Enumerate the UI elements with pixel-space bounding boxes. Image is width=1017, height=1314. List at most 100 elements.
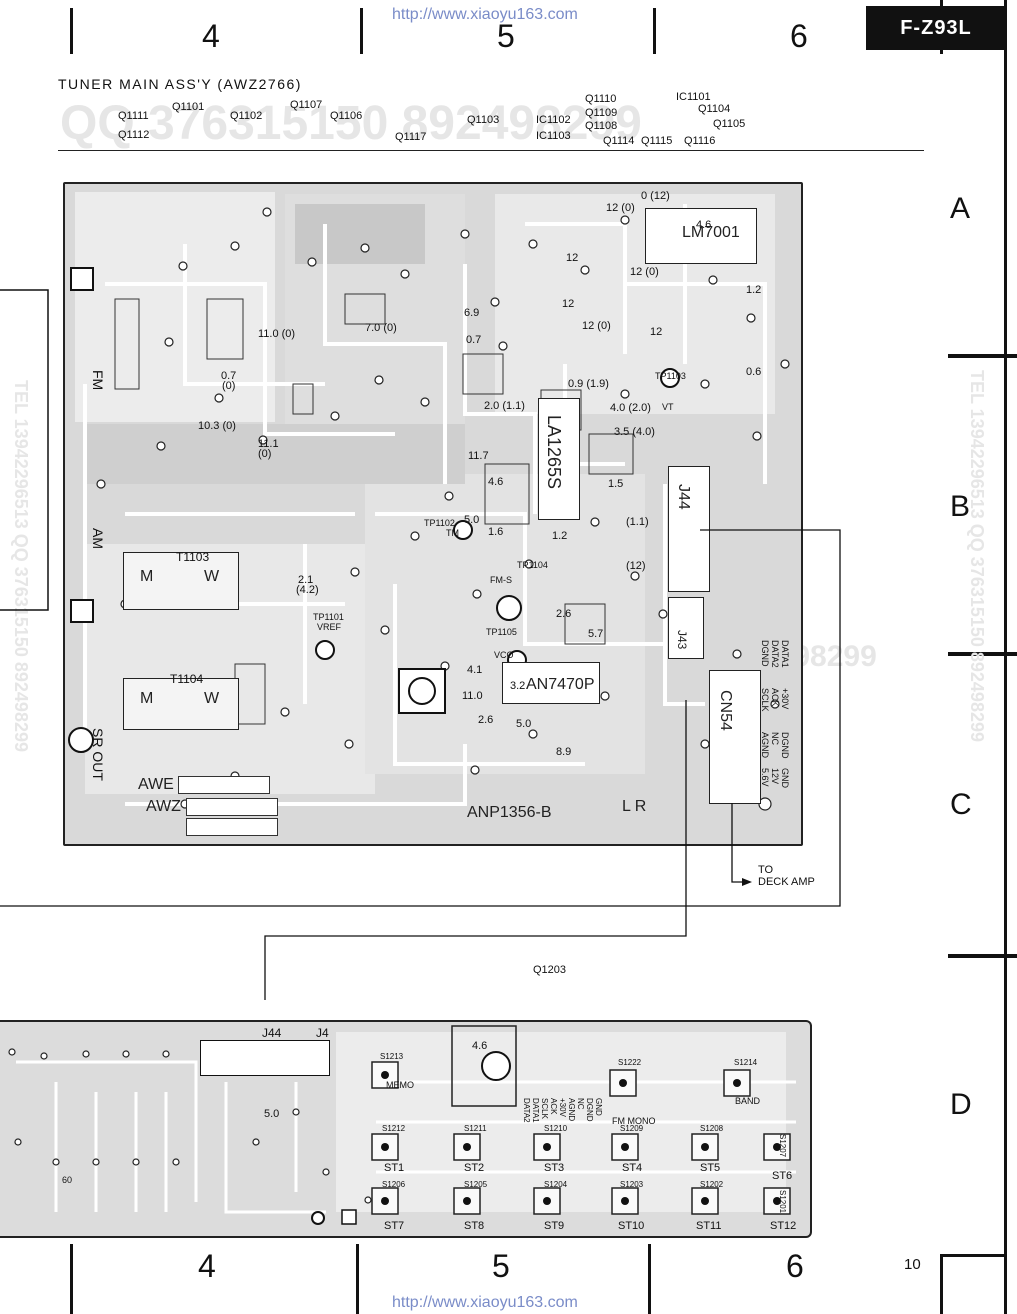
ref-q1115: Q1115	[641, 135, 673, 147]
coil-t1103-label: T1103	[176, 550, 210, 564]
column-label-5-bottom: 5	[492, 1248, 510, 1284]
grid-tick	[940, 1254, 1006, 1257]
key-pcb-traces	[8, 1025, 796, 1225]
station-button-label: ST8	[464, 1220, 485, 1232]
blank-label-box	[186, 798, 278, 816]
test-point-label: VT	[662, 402, 674, 412]
switch-ref: S1206	[382, 1180, 406, 1189]
right-border	[1004, 0, 1007, 1314]
voltage-label: 11.0 (0)	[258, 328, 296, 340]
coil-mark-w: W	[204, 568, 220, 585]
ref-q1117: Q1117	[395, 131, 427, 143]
watermark-url-bottom: http://www.xiaoyu163.com	[392, 1294, 578, 1311]
grid-tick	[653, 8, 656, 54]
cn54-pin: +30V	[780, 688, 790, 710]
station-button-label: ST10	[618, 1220, 645, 1232]
ic-la1265s-label: LA1265S	[544, 415, 564, 490]
board-id: ANP1356-B	[467, 804, 552, 821]
switch-ref: S1205	[464, 1180, 488, 1189]
ref-q1101: Q1101	[172, 101, 205, 113]
test-point-label: TP1105	[486, 627, 517, 637]
header-rule	[58, 150, 924, 151]
ref-ic1101: IC1101	[676, 91, 711, 103]
row-label-C: C	[950, 788, 972, 821]
cn54-pin: DATA2	[770, 640, 780, 668]
cn54-pin: 12V	[770, 768, 780, 785]
coil-mark-m: M	[140, 568, 154, 585]
station-button-label: ST11	[696, 1220, 722, 1232]
connector-j4-lower-label: J4	[316, 1026, 329, 1040]
ref-q1103: Q1103	[467, 114, 500, 126]
ref-ic1103: IC1103	[536, 130, 571, 142]
connector-j44	[668, 466, 710, 592]
test-point-label: FM-S	[490, 575, 512, 585]
button-label-fm-mono: FM MONO	[612, 1116, 656, 1126]
voltage-label: (0)	[222, 380, 236, 392]
cn-pin: DGND	[585, 1098, 594, 1122]
switch-ref: S1209	[620, 1124, 644, 1133]
cn-pin: NC	[576, 1098, 585, 1110]
station-button-label: ST12	[770, 1220, 797, 1232]
grid-tick	[70, 8, 73, 54]
voltage-label: 12 (0)	[630, 266, 659, 278]
grid-tick	[360, 8, 363, 54]
row-number: 60	[62, 1175, 73, 1185]
voltage-label: 2.6	[556, 608, 572, 620]
voltage-label: 3.2	[510, 680, 526, 692]
station-button-label: ST9	[544, 1220, 565, 1232]
ref-q1102: Q1102	[230, 110, 263, 122]
voltage-label: 11.0	[462, 690, 483, 702]
key-pcb	[0, 1020, 812, 1238]
module-lm7001	[645, 208, 757, 264]
coil-mark-m: M	[140, 690, 154, 707]
cn54-pin: GND	[780, 768, 790, 788]
cn54-pin: ACK	[770, 688, 780, 707]
switch-ref: S1212	[382, 1124, 406, 1133]
voltage-label: 1.5	[608, 478, 624, 490]
voltage-label: 12	[562, 298, 575, 310]
row-divider	[948, 954, 1017, 958]
ghost-watermark-top: QQ 376315150 892498299	[60, 97, 642, 150]
station-button-label: ST7	[384, 1220, 405, 1232]
grid-tick	[70, 1244, 73, 1314]
cn54-pin: AGND	[760, 732, 770, 759]
sr-out-label: SR OUT	[90, 728, 106, 781]
ant-label-fm: FM	[90, 370, 106, 391]
coil-t1104	[123, 678, 239, 730]
voltage-label: 12	[650, 326, 663, 338]
cn-pin: DATA2	[522, 1098, 531, 1123]
voltage-label: 1.6	[488, 526, 504, 538]
switch-ref: S1202	[700, 1180, 724, 1189]
to-deck-amp-label: TO DECK AMP	[758, 864, 815, 888]
voltage-label: 6.9	[464, 307, 480, 319]
column-label-6: 6	[790, 18, 808, 54]
ghost-watermark-side-right: TEL 13942296513 QQ 376315150 892498299	[967, 370, 987, 742]
model-name: F-Z93L	[900, 16, 972, 39]
test-point-label: TP1103	[655, 371, 686, 381]
antenna-leads	[0, 289, 49, 611]
test-point-label: VREF	[317, 622, 342, 632]
ref-ic1102: IC1102	[536, 114, 571, 126]
switch-ref: S1203	[620, 1180, 644, 1189]
connector-j44-lower-label: J44	[262, 1026, 282, 1040]
voltage-label: 2.0 (1.1)	[484, 400, 525, 412]
interconnect-wiring	[0, 529, 841, 1000]
column-label-5: 5	[497, 18, 515, 54]
voltage-label: (1.1)	[626, 516, 649, 528]
voltage-label: 11.7	[468, 450, 489, 462]
station-button-label: ST2	[464, 1162, 485, 1174]
ic-la1265s	[538, 398, 580, 520]
cn54-pin: 5.6V	[760, 768, 770, 787]
cn-pin: +30V	[558, 1098, 567, 1117]
station-button-label: ST5	[700, 1162, 721, 1174]
connector-cn54-label: CN54	[717, 690, 734, 731]
cn54-pin: DGND	[760, 640, 770, 667]
switch-ref: S1214	[734, 1058, 758, 1067]
voltage-label: 0.7	[221, 370, 237, 382]
watermark-url-top: http://www.xiaoyu163.com	[392, 6, 578, 23]
connector-j43-label: J43	[675, 630, 689, 650]
assembly-title: TUNER MAIN ASS'Y (AWZ2766)	[58, 76, 302, 92]
station-button-label: ST4	[622, 1162, 643, 1174]
voltage-label: 8.9	[556, 746, 572, 758]
voltage-label: 12 (0)	[606, 202, 635, 214]
